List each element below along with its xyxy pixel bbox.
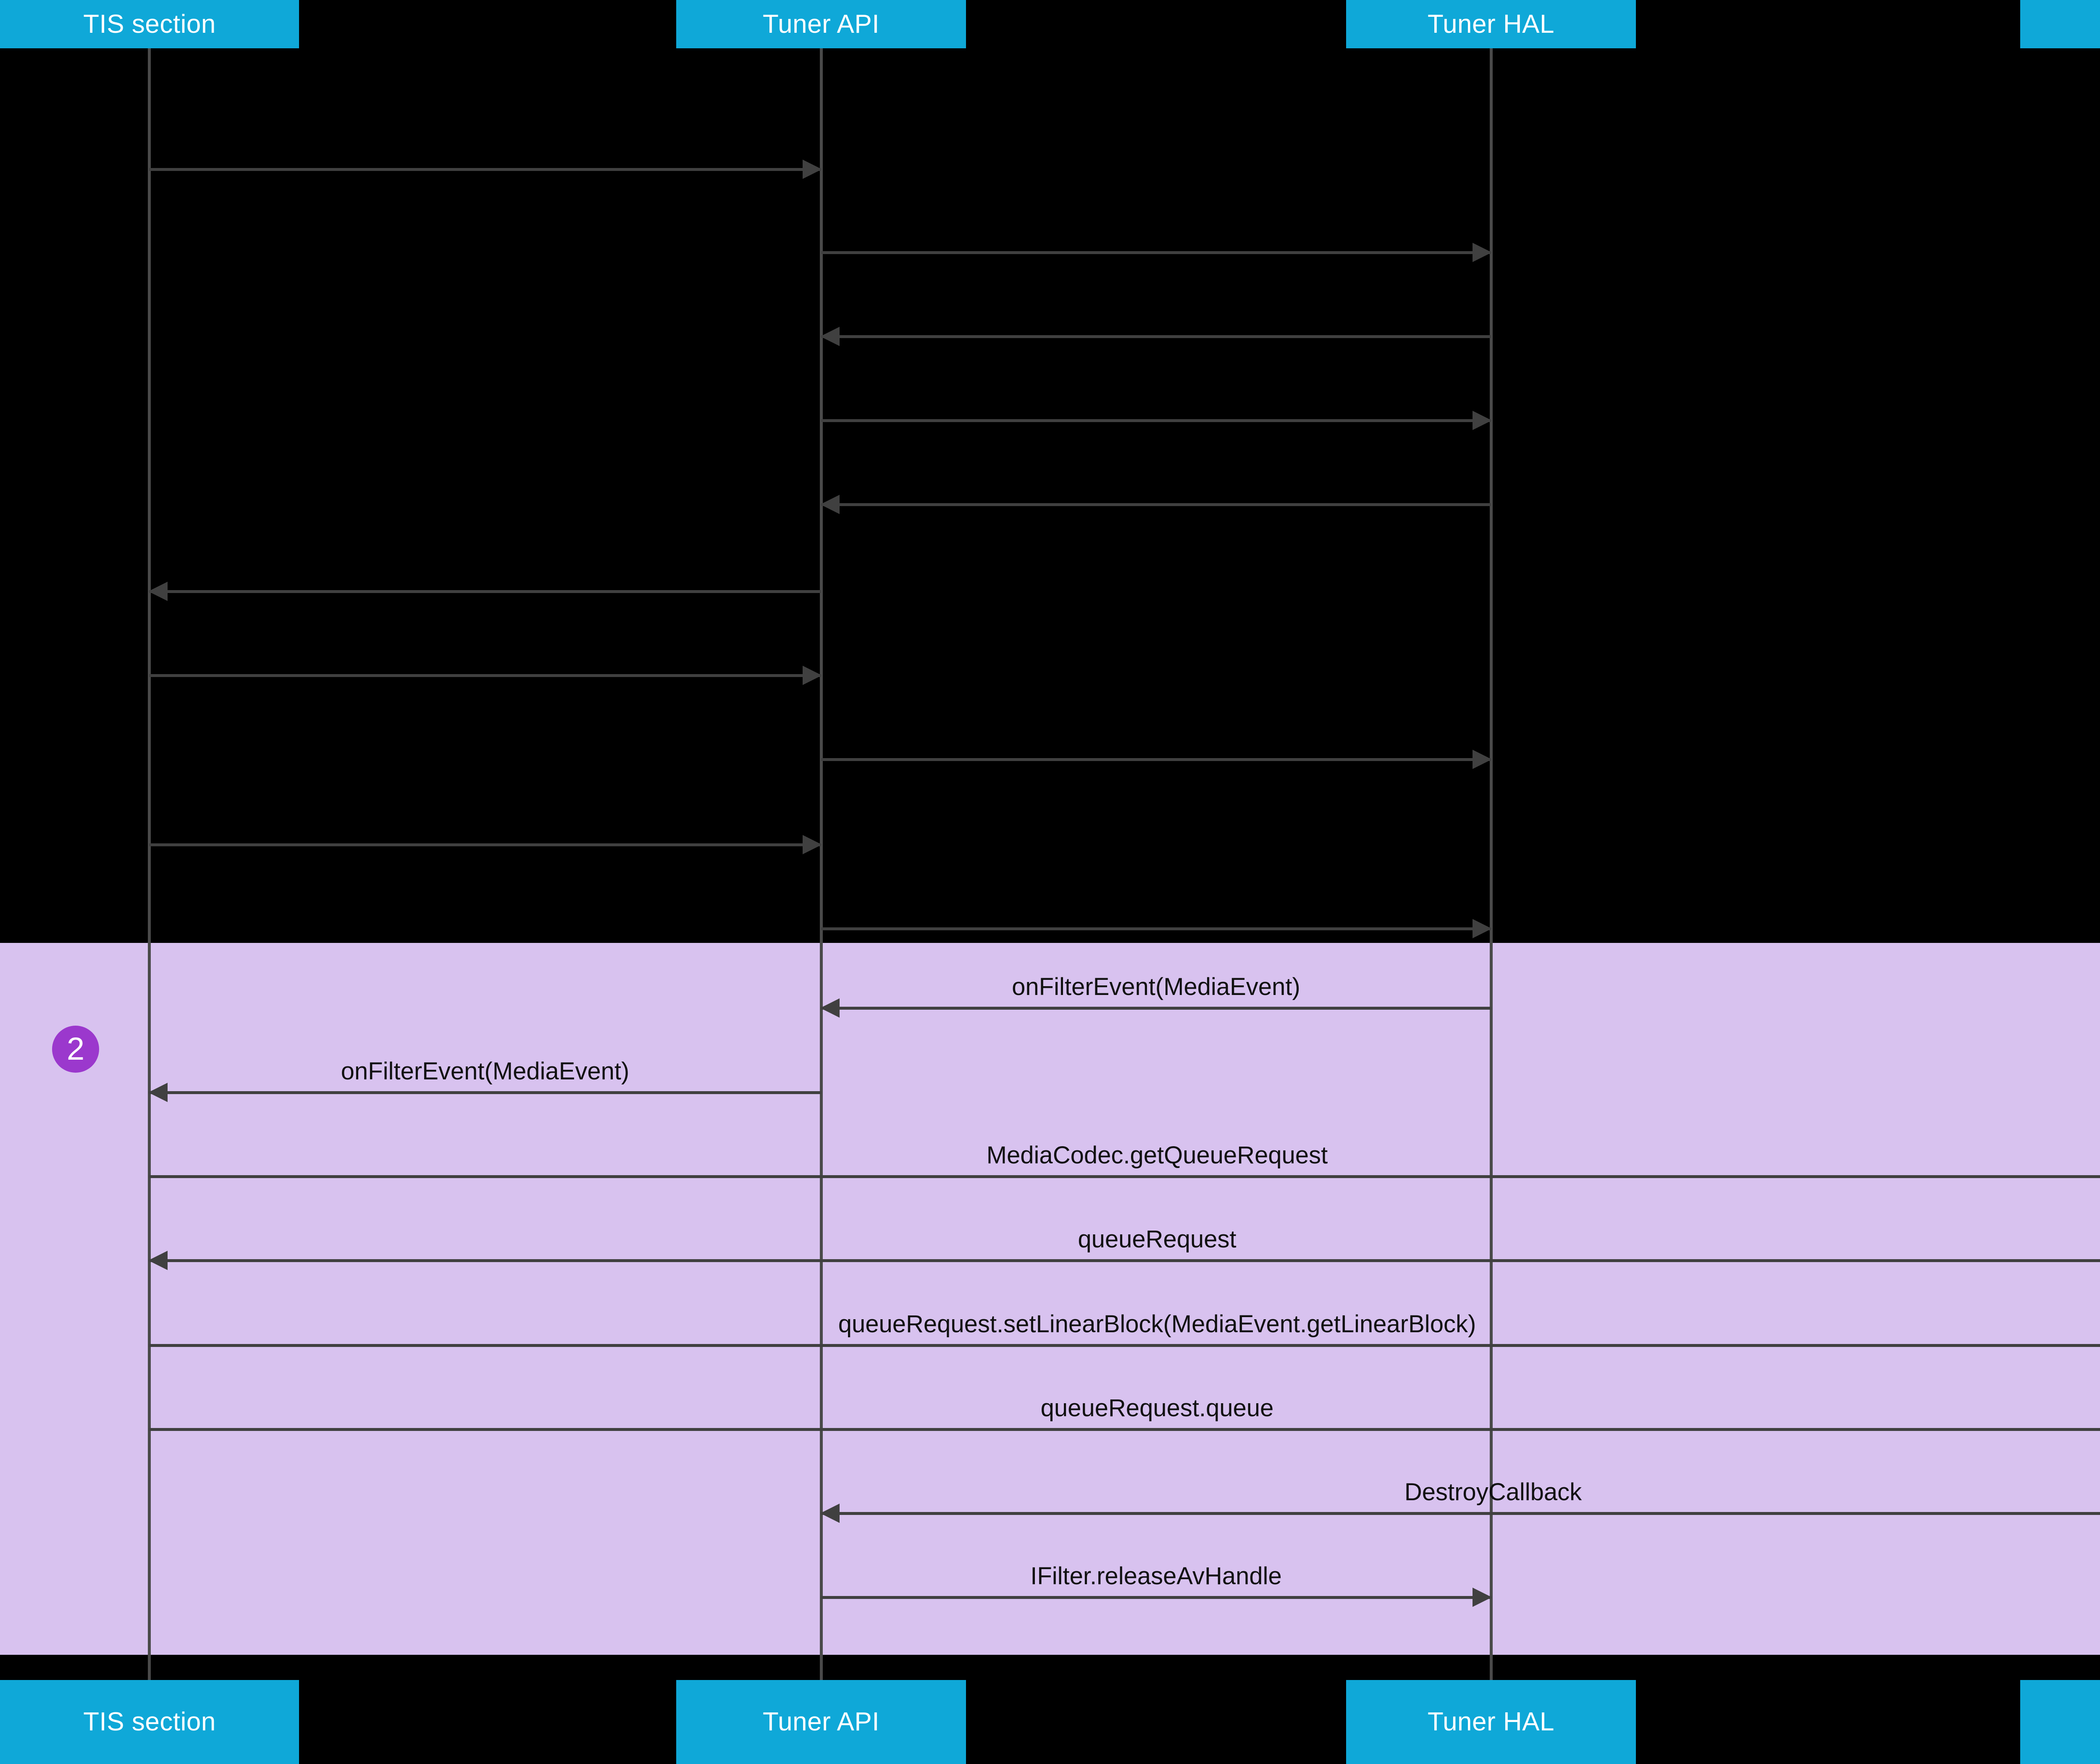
- message-line: [821, 758, 1491, 761]
- arrow-head-right-icon: [803, 160, 822, 179]
- message-line: [149, 1175, 2100, 1178]
- participant-footer-mediacodec[interactable]: MediaCodec: [2020, 1680, 2100, 1764]
- participant-header-label: TIS section: [83, 9, 216, 39]
- message-line: [149, 1344, 2100, 1347]
- arrow-head-left-icon: [148, 1251, 168, 1270]
- participant-header-mediacodec[interactable]: MediaCodec: [2020, 0, 2100, 48]
- message-line: [149, 168, 821, 171]
- arrow-head-left-icon: [148, 1083, 168, 1102]
- message-line: [149, 1091, 821, 1094]
- message-line: [149, 1259, 2100, 1262]
- arrow-head-left-icon: [148, 582, 168, 601]
- arrow-head-right-icon: [1473, 750, 1492, 769]
- arrow-head-right-icon: [1473, 243, 1492, 262]
- lifeline-tuner-api: [820, 48, 823, 1680]
- message-line: [149, 843, 821, 846]
- message-line: [821, 1007, 1491, 1010]
- message-line: [821, 251, 1491, 254]
- message-line: [821, 419, 1491, 422]
- participant-footer-tuner-hal[interactable]: Tuner HAL: [1346, 1680, 1636, 1764]
- message-line: [821, 503, 1491, 506]
- participant-header-tuner-api[interactable]: Tuner API: [676, 0, 966, 48]
- message-label: onFilterEvent(MediaEvent): [1012, 973, 1300, 1000]
- arrow-head-left-icon: [820, 1504, 840, 1523]
- participant-header-label: Tuner API: [763, 9, 879, 39]
- lifeline-tuner-hal: [1490, 48, 1493, 1680]
- participant-footer-tuner-api[interactable]: Tuner API: [676, 1680, 966, 1764]
- participant-footer-tis-section[interactable]: TIS section: [0, 1680, 299, 1764]
- message-label: queueRequest.setLinearBlock(MediaEvent.g…: [838, 1310, 1476, 1338]
- participant-footer-label: TIS section: [83, 1707, 216, 1736]
- arrow-head-left-icon: [820, 998, 840, 1018]
- message-label: MediaCodec.getQueueRequest: [986, 1142, 1328, 1169]
- participant-footer-label: Tuner API: [763, 1707, 879, 1736]
- message-line: [149, 674, 821, 677]
- step-badge-2: 2: [52, 1026, 99, 1073]
- participant-header-label: Tuner HAL: [1428, 9, 1554, 39]
- lifeline-tis-section: [148, 48, 151, 1680]
- message-label: IFilter.releaseAvHandle: [1030, 1562, 1282, 1590]
- message-line: [821, 1512, 2100, 1515]
- arrow-head-right-icon: [1473, 411, 1492, 430]
- message-label: queueRequest: [1078, 1226, 1236, 1253]
- arrow-head-right-icon: [803, 666, 822, 685]
- message-line: [821, 335, 1491, 338]
- message-line: [149, 1428, 2100, 1431]
- arrow-head-right-icon: [1473, 919, 1492, 938]
- participant-header-tuner-hal[interactable]: Tuner HAL: [1346, 0, 1636, 48]
- arrow-head-right-icon: [803, 835, 822, 854]
- arrow-head-left-icon: [820, 495, 840, 514]
- message-label: queueRequest.queue: [1040, 1394, 1274, 1422]
- highlight-region-step-2: [0, 943, 2100, 1655]
- message-line: [821, 927, 1491, 930]
- message-line: [821, 1596, 1491, 1599]
- message-label: DestroyCallback: [1404, 1478, 1582, 1506]
- message-line: [149, 590, 821, 593]
- arrow-head-right-icon: [1473, 1588, 1492, 1607]
- participant-header-tis-section[interactable]: TIS section: [0, 0, 299, 48]
- arrow-head-left-icon: [820, 327, 840, 346]
- message-label: onFilterEvent(MediaEvent): [341, 1058, 630, 1085]
- step-badge-label: 2: [66, 1031, 85, 1067]
- participant-footer-label: Tuner HAL: [1428, 1707, 1554, 1736]
